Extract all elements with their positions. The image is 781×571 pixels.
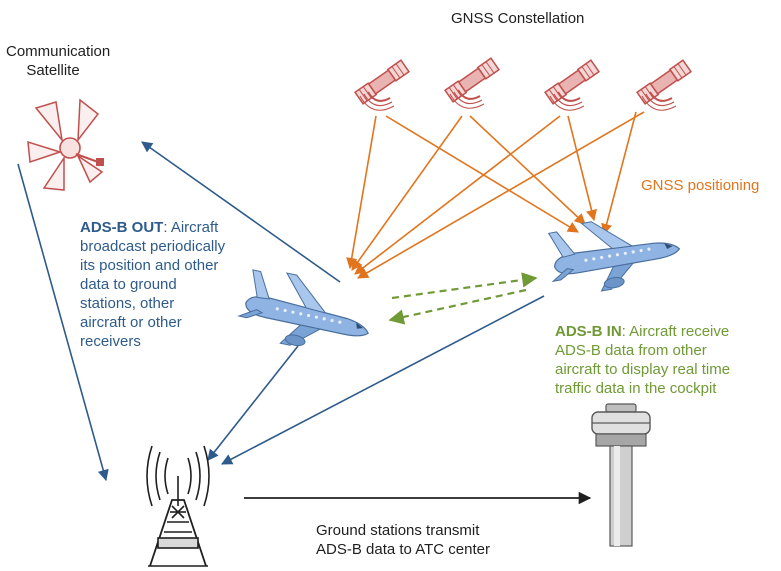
adsb-out-arrows: [17, 141, 545, 482]
gnss-positioning-arrows: [346, 111, 645, 279]
satellite-icon: [636, 59, 692, 112]
gnss-satellite-2: [444, 57, 500, 110]
gnss-satellite-4: [636, 59, 692, 112]
aircraft-right: [543, 206, 685, 300]
adsb-out-line6: aircraft or other: [80, 314, 182, 331]
adsb-out-line1: : Aircraft: [163, 219, 219, 236]
communication-satellite-icon: [27, 98, 104, 191]
aircraft-icon: [234, 264, 378, 362]
ground-line1: Ground stations transmit: [316, 522, 480, 539]
gnss-constellation-label: GNSS Constellation: [451, 10, 585, 27]
comm-satellite-line2: Satellite: [26, 62, 80, 79]
adsb-in-line2: ADS-B data from other: [555, 342, 707, 359]
communication-satellite-label: Communication Satellite: [6, 42, 111, 80]
aircraft-left: [234, 264, 378, 362]
adsb-in-line3: aircraft to display real time: [555, 361, 731, 378]
comm-satellite-line1: Communication: [6, 43, 111, 60]
gnss-satellite-3: [544, 59, 600, 112]
adsb-out-line5: stations, other: [80, 295, 175, 312]
adsb-in-arrows: [388, 272, 538, 325]
adsb-out-line7: receivers: [80, 333, 141, 350]
ground-stations-label: Ground stations transmit ADS-B data to A…: [316, 521, 490, 559]
adsb-out-title: ADS-B OUT: [80, 219, 164, 236]
adsb-out-line4: data to ground: [80, 276, 177, 293]
adsb-in-line1: : Aircraft receive: [621, 323, 730, 340]
aircraft-icon: [543, 206, 685, 300]
satellite-icon: [354, 59, 410, 112]
gnss-satellite-1: [354, 59, 410, 112]
satellite-icon: [444, 57, 500, 110]
adsb-out-line3: its position and other: [80, 257, 219, 274]
gnss-positioning-label: GNSS positioning: [641, 177, 760, 194]
atc-tower-icon: [591, 403, 651, 547]
adsb-in-title: ADS-B IN: [555, 323, 622, 340]
adsb-in-line4: traffic data in the cockpit: [555, 380, 717, 397]
ground-line2: ADS-B data to ATC center: [316, 541, 490, 558]
satellite-icon: [544, 59, 600, 112]
antenna-tower-icon: [146, 445, 210, 567]
adsb-in-description: ADS-B IN: Aircraft receive ADS-B data fr…: [555, 322, 730, 398]
adsb-out-description: ADS-B OUT: Aircraft broadcast periodical…: [80, 218, 225, 351]
adsb-out-line2: broadcast periodically: [80, 238, 226, 255]
